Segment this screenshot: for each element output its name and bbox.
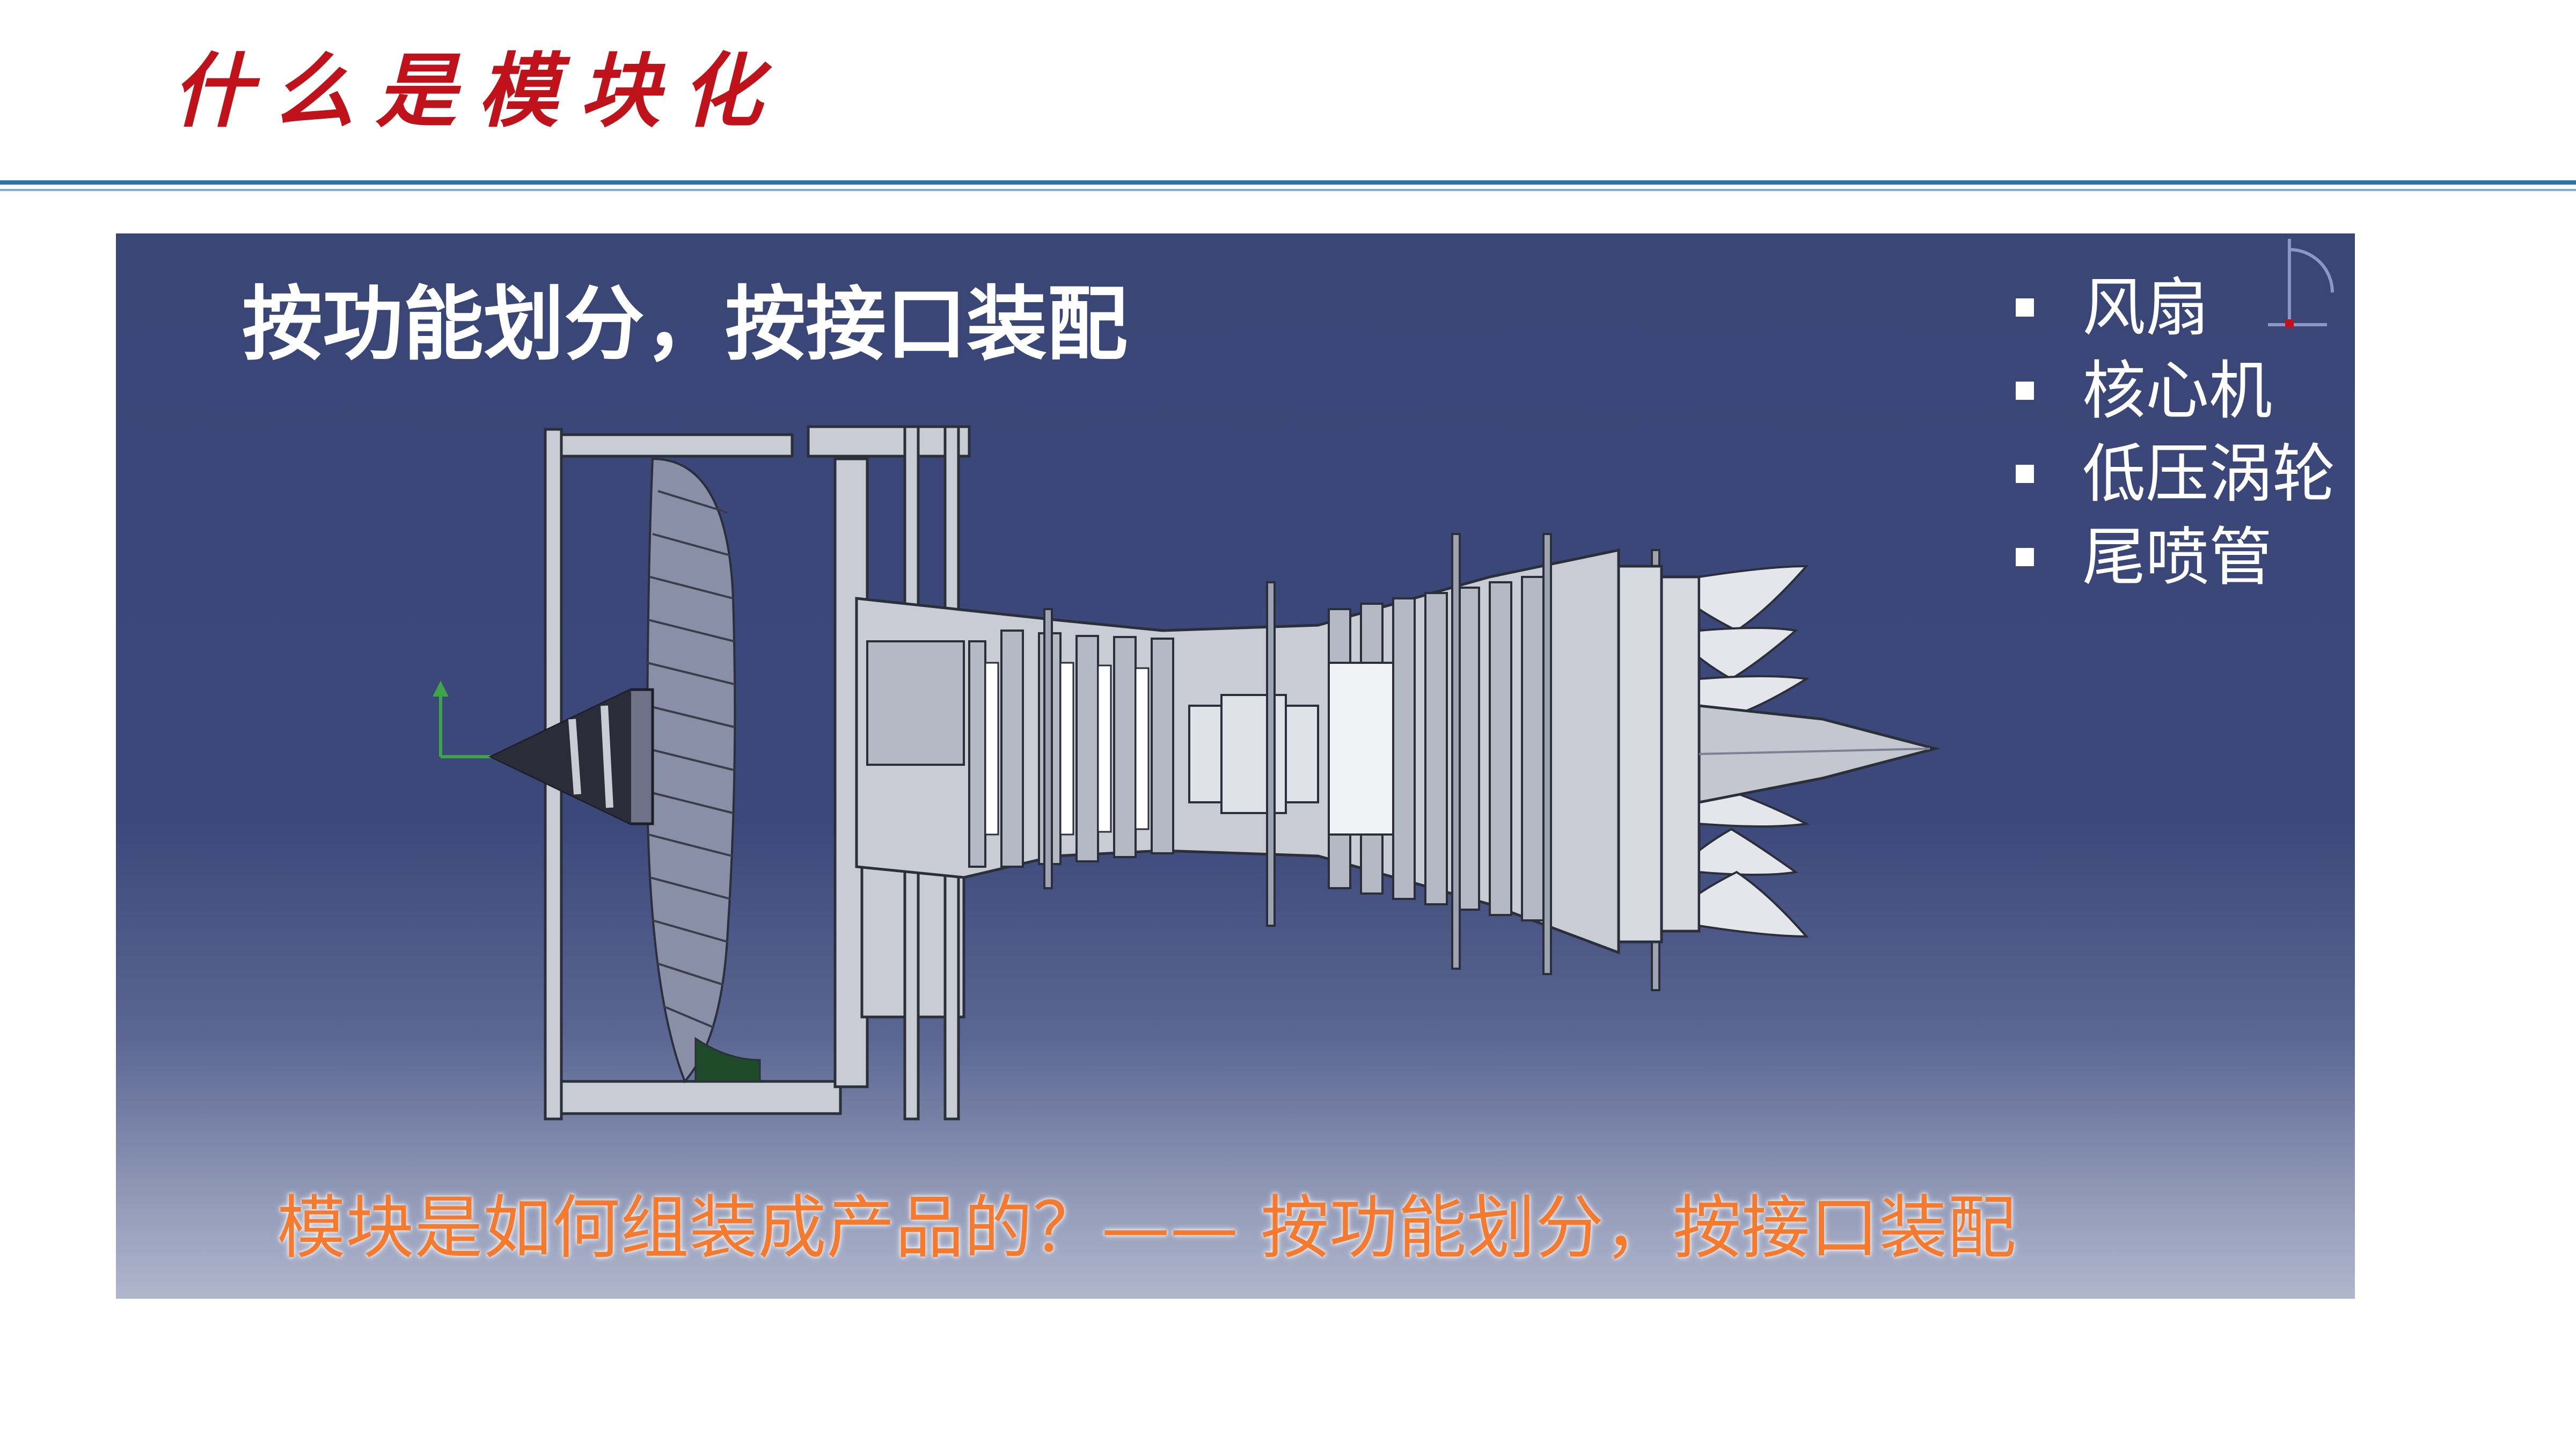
title-divider-thin	[0, 189, 2576, 191]
slide-title: 什么是模块化	[172, 44, 784, 138]
module-list: 风扇 核心机 低压涡轮 尾喷管	[2016, 266, 2336, 598]
engine-figure-panel: 按功能划分，按接口装配 风扇 核心机 低压涡轮 尾喷管 模块是如何组装成产品的？…	[116, 233, 2355, 1299]
module-item-lp-turbine: 低压涡轮	[2016, 432, 2336, 515]
turbofan-engine-icon	[433, 239, 2334, 1121]
bullet-icon	[2016, 464, 2034, 483]
module-label: 风扇	[2082, 270, 2209, 345]
figure-caption: 模块是如何组装成产品的？—— 按功能划分，按接口装配	[277, 1188, 2016, 1268]
module-item-nozzle: 尾喷管	[2016, 515, 2336, 598]
bullet-icon	[2016, 381, 2034, 400]
module-item-fan: 风扇	[2016, 266, 2336, 349]
title-divider	[0, 180, 2576, 185]
module-label: 核心机	[2082, 353, 2273, 428]
figure-heading: 按功能划分，按接口装配	[242, 278, 1128, 371]
module-label: 低压涡轮	[2082, 436, 2336, 511]
bullet-icon	[2016, 547, 2034, 566]
module-item-core: 核心机	[2016, 349, 2336, 432]
bullet-icon	[2016, 298, 2034, 317]
view-compass-icon	[2268, 239, 2334, 328]
coordinate-axis-icon	[433, 680, 492, 758]
module-label: 尾喷管	[2082, 519, 2273, 594]
